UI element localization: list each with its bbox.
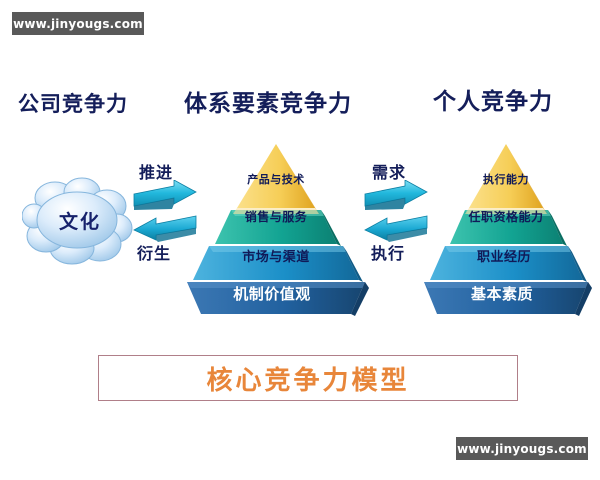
pyramid-graphic	[187, 144, 369, 316]
tier-label-left-4: 机制价值观	[233, 285, 311, 303]
double-arrow-exchange-icon	[133, 180, 197, 242]
arrow-label-demand: 需求	[372, 163, 407, 182]
model-title-box: 核心竞争力模型	[98, 355, 518, 401]
double-arrow-exchange-icon	[364, 180, 428, 242]
tier-label-right-3: 职业经历	[476, 250, 532, 265]
tier-label-right-1: 执行能力	[483, 173, 529, 186]
cloud-label: 文化	[58, 210, 101, 233]
arrow-pair-right	[363, 180, 429, 242]
tier-label-left-1: 产品与技术	[247, 173, 305, 186]
arrow-label-promote: 推进	[139, 163, 174, 182]
arrow-pair-left	[132, 180, 198, 242]
arrow-label-execute: 执行	[371, 244, 406, 263]
heading-company-competitiveness: 公司竞争力	[18, 92, 128, 116]
heading-personal-competitiveness: 个人竞争力	[433, 89, 553, 115]
tier-label-right-4: 基本素质	[470, 285, 534, 303]
culture-cloud: 文化	[22, 174, 134, 266]
model-title-text: 核心竞争力模型	[206, 365, 410, 396]
heading-system-elements-competitiveness: 体系要素竞争力	[184, 91, 352, 117]
tier-label-right-2: 任职资格能力	[468, 210, 544, 224]
pyramid-system-elements	[183, 142, 369, 320]
cloud-icon	[22, 177, 133, 265]
tier-label-left-2: 销售与服务	[244, 210, 308, 224]
tier-label-left-3: 市场与渠道	[242, 250, 310, 265]
watermark-top: www.jinyougs.com	[12, 12, 144, 35]
arrow-label-derive: 衍生	[137, 244, 172, 263]
pyramid-personal	[420, 142, 592, 320]
watermark-bottom: www.jinyougs.com	[456, 437, 588, 460]
pyramid-graphic	[424, 144, 592, 316]
